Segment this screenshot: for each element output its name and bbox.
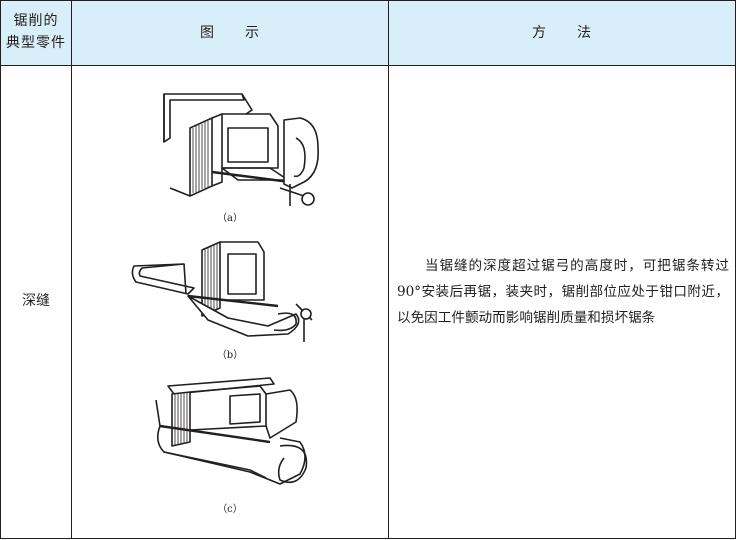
header-part-cell: 锯削的 典型零件 xyxy=(1,0,71,64)
col-rule-1 xyxy=(71,0,72,539)
bottom-rule xyxy=(0,538,736,539)
caption-a: （a） xyxy=(217,213,243,224)
method-text: 当锯缝的深度超过锯弓的高度时，可把锯条转过90°安装后再锯，装夹时，锯削部位应处… xyxy=(397,258,729,326)
header-part-line1: 锯削的 xyxy=(13,13,59,29)
table-header xyxy=(1,1,735,65)
method-text-cell: 当锯缝的深度超过锯弓的高度时，可把锯条转过90°安装后再锯，装夹时，锯削部位应处… xyxy=(397,253,729,331)
hacksaw-illustration-c xyxy=(155,377,308,485)
hacksaw-illustration-a xyxy=(163,93,319,206)
caption-b: （b） xyxy=(216,350,244,361)
left-rule xyxy=(0,0,1,539)
header-part-line2: 典型零件 xyxy=(6,35,66,51)
part-name: 深缝 xyxy=(22,293,50,309)
caption-c: （c） xyxy=(217,504,243,515)
hacksaw-illustration-b xyxy=(131,241,313,342)
col-rule-2 xyxy=(388,0,389,539)
header-figure: 图 示 xyxy=(200,25,260,41)
header-rule xyxy=(0,65,736,66)
header-method: 方 法 xyxy=(532,25,592,41)
top-rule xyxy=(0,0,736,1)
